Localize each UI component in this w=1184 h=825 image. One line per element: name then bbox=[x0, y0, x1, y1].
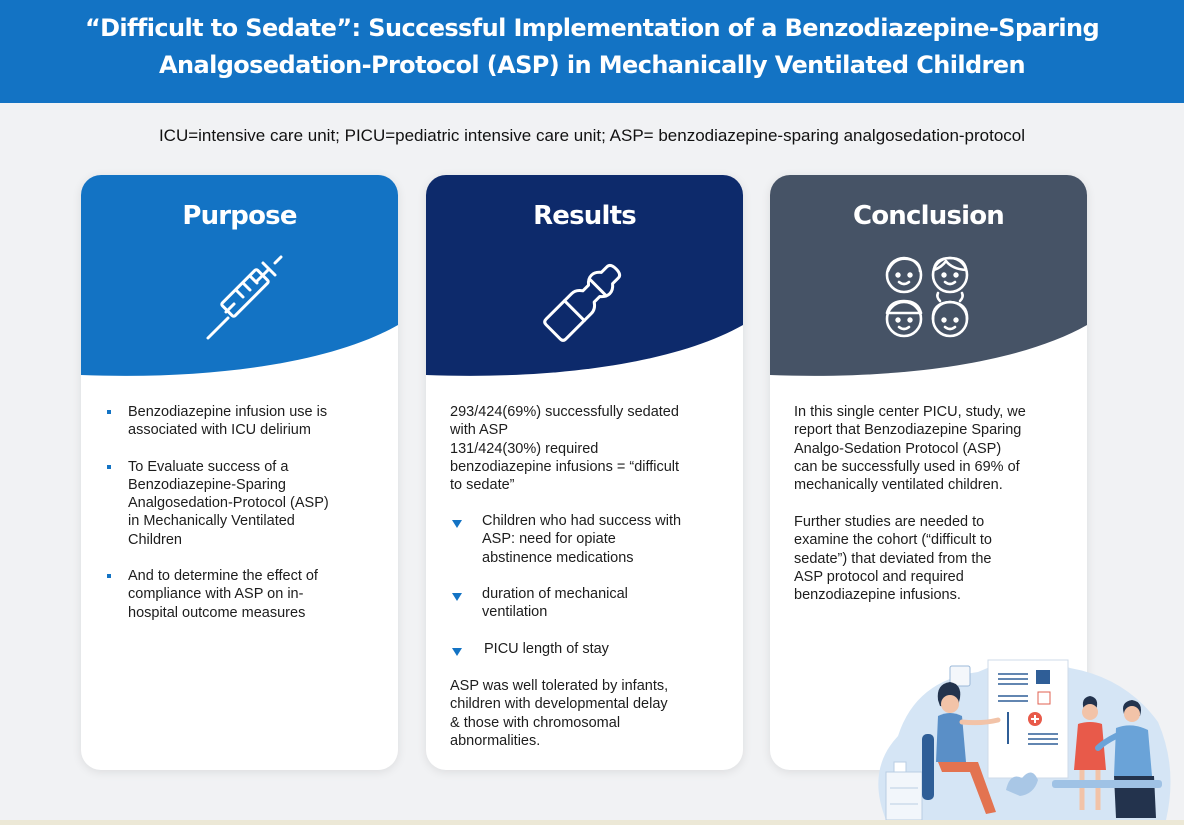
results-bullet-1: Children who had success with ASP: need … bbox=[482, 513, 682, 566]
results-bullet-3: PICU length of stay bbox=[484, 641, 609, 657]
conclusion-paragraph-2: Further studies are needed to examine th… bbox=[794, 514, 992, 604]
syringe-icon bbox=[206, 255, 283, 340]
triangle-bullet-icon bbox=[452, 593, 462, 601]
purpose-bullet-2: To Evaluate success of a Benzodiazepine-… bbox=[107, 458, 388, 549]
purpose-card: Purpose Benzodiazepine infusion use is a… bbox=[81, 175, 398, 770]
purpose-title: Purpose bbox=[182, 201, 297, 231]
conclusion-card: Conclusion In this single center PICU, s… bbox=[770, 175, 1087, 770]
purpose-bullet-list: Benzodiazepine infusion use is associate… bbox=[107, 403, 388, 622]
results-title: Results bbox=[533, 201, 637, 231]
purpose-bullet-1: Benzodiazepine infusion use is associate… bbox=[107, 403, 388, 440]
purpose-bullet-3: And to determine the effect of complianc… bbox=[107, 567, 388, 622]
abbreviations-note: ICU=intensive care unit; PICU=pediatric … bbox=[158, 126, 1026, 145]
conclusion-card-header-bg bbox=[770, 175, 1087, 376]
purpose-card-header-bg bbox=[81, 175, 398, 376]
square-bullet-icon bbox=[107, 410, 111, 414]
ampoule-icon bbox=[543, 263, 622, 342]
poster-title-line-1: “Difficult to Sedate”: Successful Implem… bbox=[84, 14, 1100, 42]
square-bullet-icon bbox=[107, 464, 111, 469]
poster-title-line-2: Analgosedation-Protocol (ASP) in Mechani… bbox=[159, 51, 1026, 79]
conclusion-paragraph-1: In this single center PICU, study, we re… bbox=[794, 404, 1026, 494]
conclusion-title: Conclusion bbox=[852, 201, 1005, 231]
results-bullet-2: duration of mechanical ventilation bbox=[482, 586, 628, 621]
results-card-header-bg bbox=[426, 175, 743, 376]
title-banner: “Difficult to Sedate”: Successful Implem… bbox=[0, 0, 1184, 103]
doctor-consultation-illustration bbox=[878, 659, 1171, 820]
results-intro: 293/424(69%) successfully sedated with A… bbox=[450, 404, 680, 494]
bottom-strip bbox=[0, 820, 1184, 825]
children-faces-icon bbox=[885, 256, 969, 338]
square-bullet-icon bbox=[107, 574, 111, 579]
triangle-bullet-icon bbox=[452, 520, 462, 528]
results-outro: ASP was well tolerated by infants, child… bbox=[450, 678, 669, 749]
results-card: Results 293/424(69%) successfully sedate… bbox=[426, 175, 743, 770]
triangle-bullet-icon bbox=[452, 648, 462, 656]
